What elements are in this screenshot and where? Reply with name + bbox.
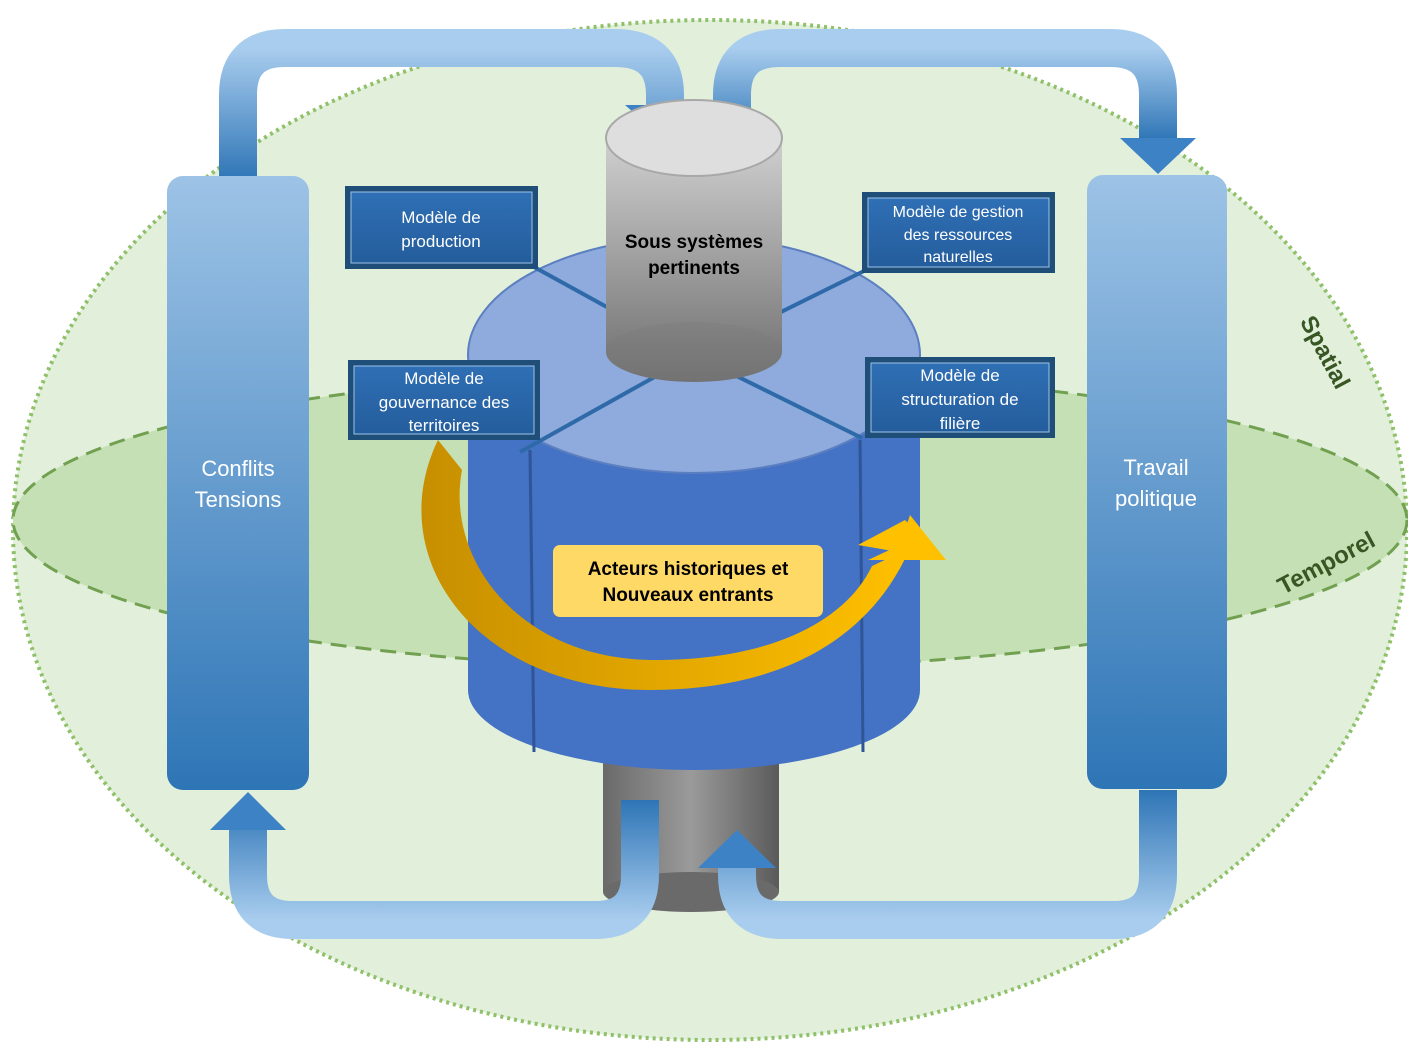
feedback-arrow-top-right [713, 29, 1196, 174]
model-box-production [345, 186, 538, 269]
actors-label-line1: Acteurs historiques et [588, 559, 789, 580]
pillar-left-line1: Conflits [201, 456, 274, 481]
model-production-line2: production [401, 232, 480, 251]
pillar-right-line2: politique [1115, 486, 1197, 511]
pillar-travail [1087, 175, 1227, 789]
actors-label-line2: Nouveaux entrants [602, 585, 773, 606]
model-gouvernance-line3: territoires [409, 416, 480, 435]
model-box-structuration [865, 357, 1055, 438]
pillar-left-line2: Tensions [195, 487, 282, 512]
model-production-line1: Modèle de [401, 208, 480, 227]
feedback-arrow-bottom-left [210, 792, 659, 939]
actors-box [553, 545, 823, 617]
pillar-conflits [167, 176, 309, 790]
model-structuration-line2: structuration de [901, 390, 1018, 409]
model-box-gouvernance [348, 360, 540, 440]
model-structuration-line1: Modèle de [920, 366, 999, 385]
core-label-line2: pertinents [648, 258, 740, 279]
core-label-line1: Sous systèmes [625, 232, 763, 253]
model-box-gestion [862, 192, 1055, 273]
pillar-right-line1: Travail [1123, 455, 1188, 480]
model-gestion-line3: naturelles [923, 249, 992, 266]
model-structuration-line3: filière [940, 414, 981, 433]
rotation-arrow [421, 440, 946, 690]
model-gestion-line1: Modèle de gestion [893, 204, 1024, 221]
model-gestion-line2: des ressources [904, 227, 1013, 244]
core-cylinder [605, 99, 783, 382]
model-gouvernance-line1: Modèle de [404, 369, 483, 388]
feedback-arrow-bottom-right [698, 790, 1177, 939]
model-gouvernance-line2: gouvernance des [379, 393, 509, 412]
